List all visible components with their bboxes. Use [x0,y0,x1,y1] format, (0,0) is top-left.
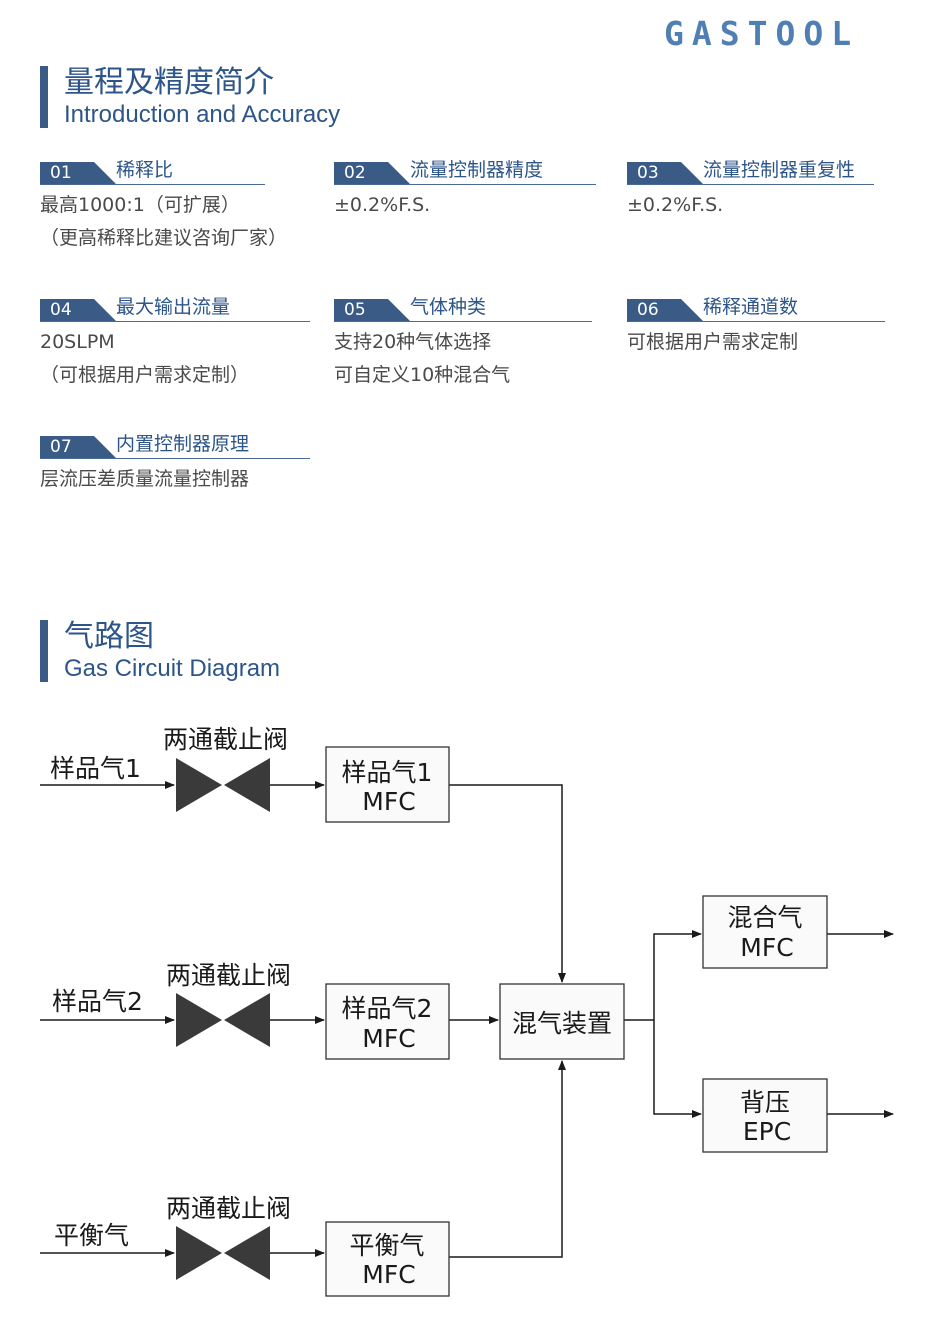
mfc-type: MFC [740,933,793,962]
input-label-sample-gas-1: 样品气1 [50,754,141,783]
spec-number: 05 [334,299,388,321]
diagram-section-header: 气路图 Gas Circuit Diagram [40,620,280,682]
mfc-sample-gas-2: 样品气2 MFC [342,994,433,1053]
spec-header: 05 气体种类 [334,295,592,322]
spec-item-gas-types: 05 气体种类 支持20种气体选择 可自定义10种混合气 [334,295,609,392]
spec-title: 气体种类 [410,296,487,318]
input-label-balance-gas: 平衡气 [54,1221,129,1250]
spec-value: ±0.2%F.S. [334,194,431,216]
spec-number: 02 [334,162,388,184]
mfc-label: 样品气2 [342,994,433,1023]
valve-label: 两通截止阀 [166,1194,291,1223]
mfc-type: MFC [362,1024,415,1053]
spec-title: 内置控制器原理 [116,433,250,455]
mfc-label: 样品气1 [342,758,433,787]
spec-title: 稀释比 [116,159,174,181]
shutoff-valve-3: 两通截止阀 [166,1194,291,1280]
spec-title: 流量控制器重复性 [703,159,856,181]
epc-back-pressure: 背压 EPC [740,1088,791,1146]
mfc-type: MFC [362,787,415,816]
spec-item-controller-repeatability: 03 流量控制器重复性 ±0.2%F.S. [627,158,902,222]
diagram-title-en: Gas Circuit Diagram [64,655,281,682]
valve-label: 两通截止阀 [163,725,288,754]
shutoff-valve-2: 两通截止阀 [166,961,291,1047]
spec-value: ±0.2%F.S. [627,194,724,216]
spec-header: 02 流量控制器精度 [334,158,596,185]
spec-value: 层流压差质量流量控制器 [40,468,250,490]
mfc-label: 混合气 [727,903,802,932]
spec-value: 最高1000:1（可扩展） [40,194,240,216]
mfc-mixed-gas: 混合气 MFC [727,903,802,962]
epc-label: 背压 [740,1088,790,1117]
spec-item-dilution-channels: 06 稀释通道数 可根据用户需求定制 [627,295,902,359]
spec-item-max-output-flow: 04 最大输出流量 20SLPM （可根据用户需求定制） [40,295,315,392]
spec-title: 最大输出流量 [116,296,231,318]
spec-header: 04 最大输出流量 [40,295,310,322]
spec-item-dilution-ratio: 01 稀释比 最高1000:1（可扩展） （更高稀释比建议咨询厂家） [40,158,315,255]
spec-note: （可根据用户需求定制） [40,364,250,386]
spec-value: 支持20种气体选择 [334,331,492,353]
spec-title: 稀释通道数 [703,296,799,318]
valve-label: 两通截止阀 [166,961,291,990]
intro-title-en: Introduction and Accuracy [64,101,341,128]
spec-header: 06 稀释通道数 [627,295,885,322]
mixer-box: 混气装置 [512,1009,612,1038]
spec-number: 04 [40,299,94,321]
spec-number: 06 [627,299,681,321]
mfc-sample-gas-1: 样品气1 MFC [342,758,433,816]
gas-circuit-diagram: 样品气1 样品气2 平衡气 两通截止阀 两通截止阀 两通截止阀 样品气1 MFC… [40,725,894,1297]
mfc-balance-gas: 平衡气 MFC [349,1231,424,1289]
shutoff-valve-1: 两通截止阀 [163,725,288,812]
intro-section-header: 量程及精度简介 Introduction and Accuracy [40,66,340,128]
input-label-sample-gas-2: 样品气2 [52,987,143,1016]
spec-number: 07 [40,436,94,458]
spec-number: 01 [40,162,94,184]
diagram-title-zh: 气路图 [64,619,154,654]
mfc-label: 平衡气 [349,1231,424,1260]
brand-logo: GASTOOL [664,14,860,53]
mfc-type: MFC [362,1260,415,1289]
spec-note: （更高稀释比建议咨询厂家） [40,227,288,249]
spec-value: 20SLPM [40,331,115,353]
intro-title-zh: 量程及精度简介 [64,65,274,100]
spec-note: 可自定义10种混合气 [334,364,511,386]
spec-item-controller-principle: 07 内置控制器原理 层流压差质量流量控制器 [40,432,315,496]
spec-header: 07 内置控制器原理 [40,432,310,459]
spec-header: 03 流量控制器重复性 [627,158,874,185]
spec-value: 可根据用户需求定制 [627,331,799,353]
spec-title: 流量控制器精度 [410,159,544,181]
spec-number: 03 [627,162,681,184]
spec-item-controller-accuracy: 02 流量控制器精度 ±0.2%F.S. [334,158,609,222]
spec-header: 01 稀释比 [40,158,265,185]
epc-type: EPC [743,1117,791,1146]
